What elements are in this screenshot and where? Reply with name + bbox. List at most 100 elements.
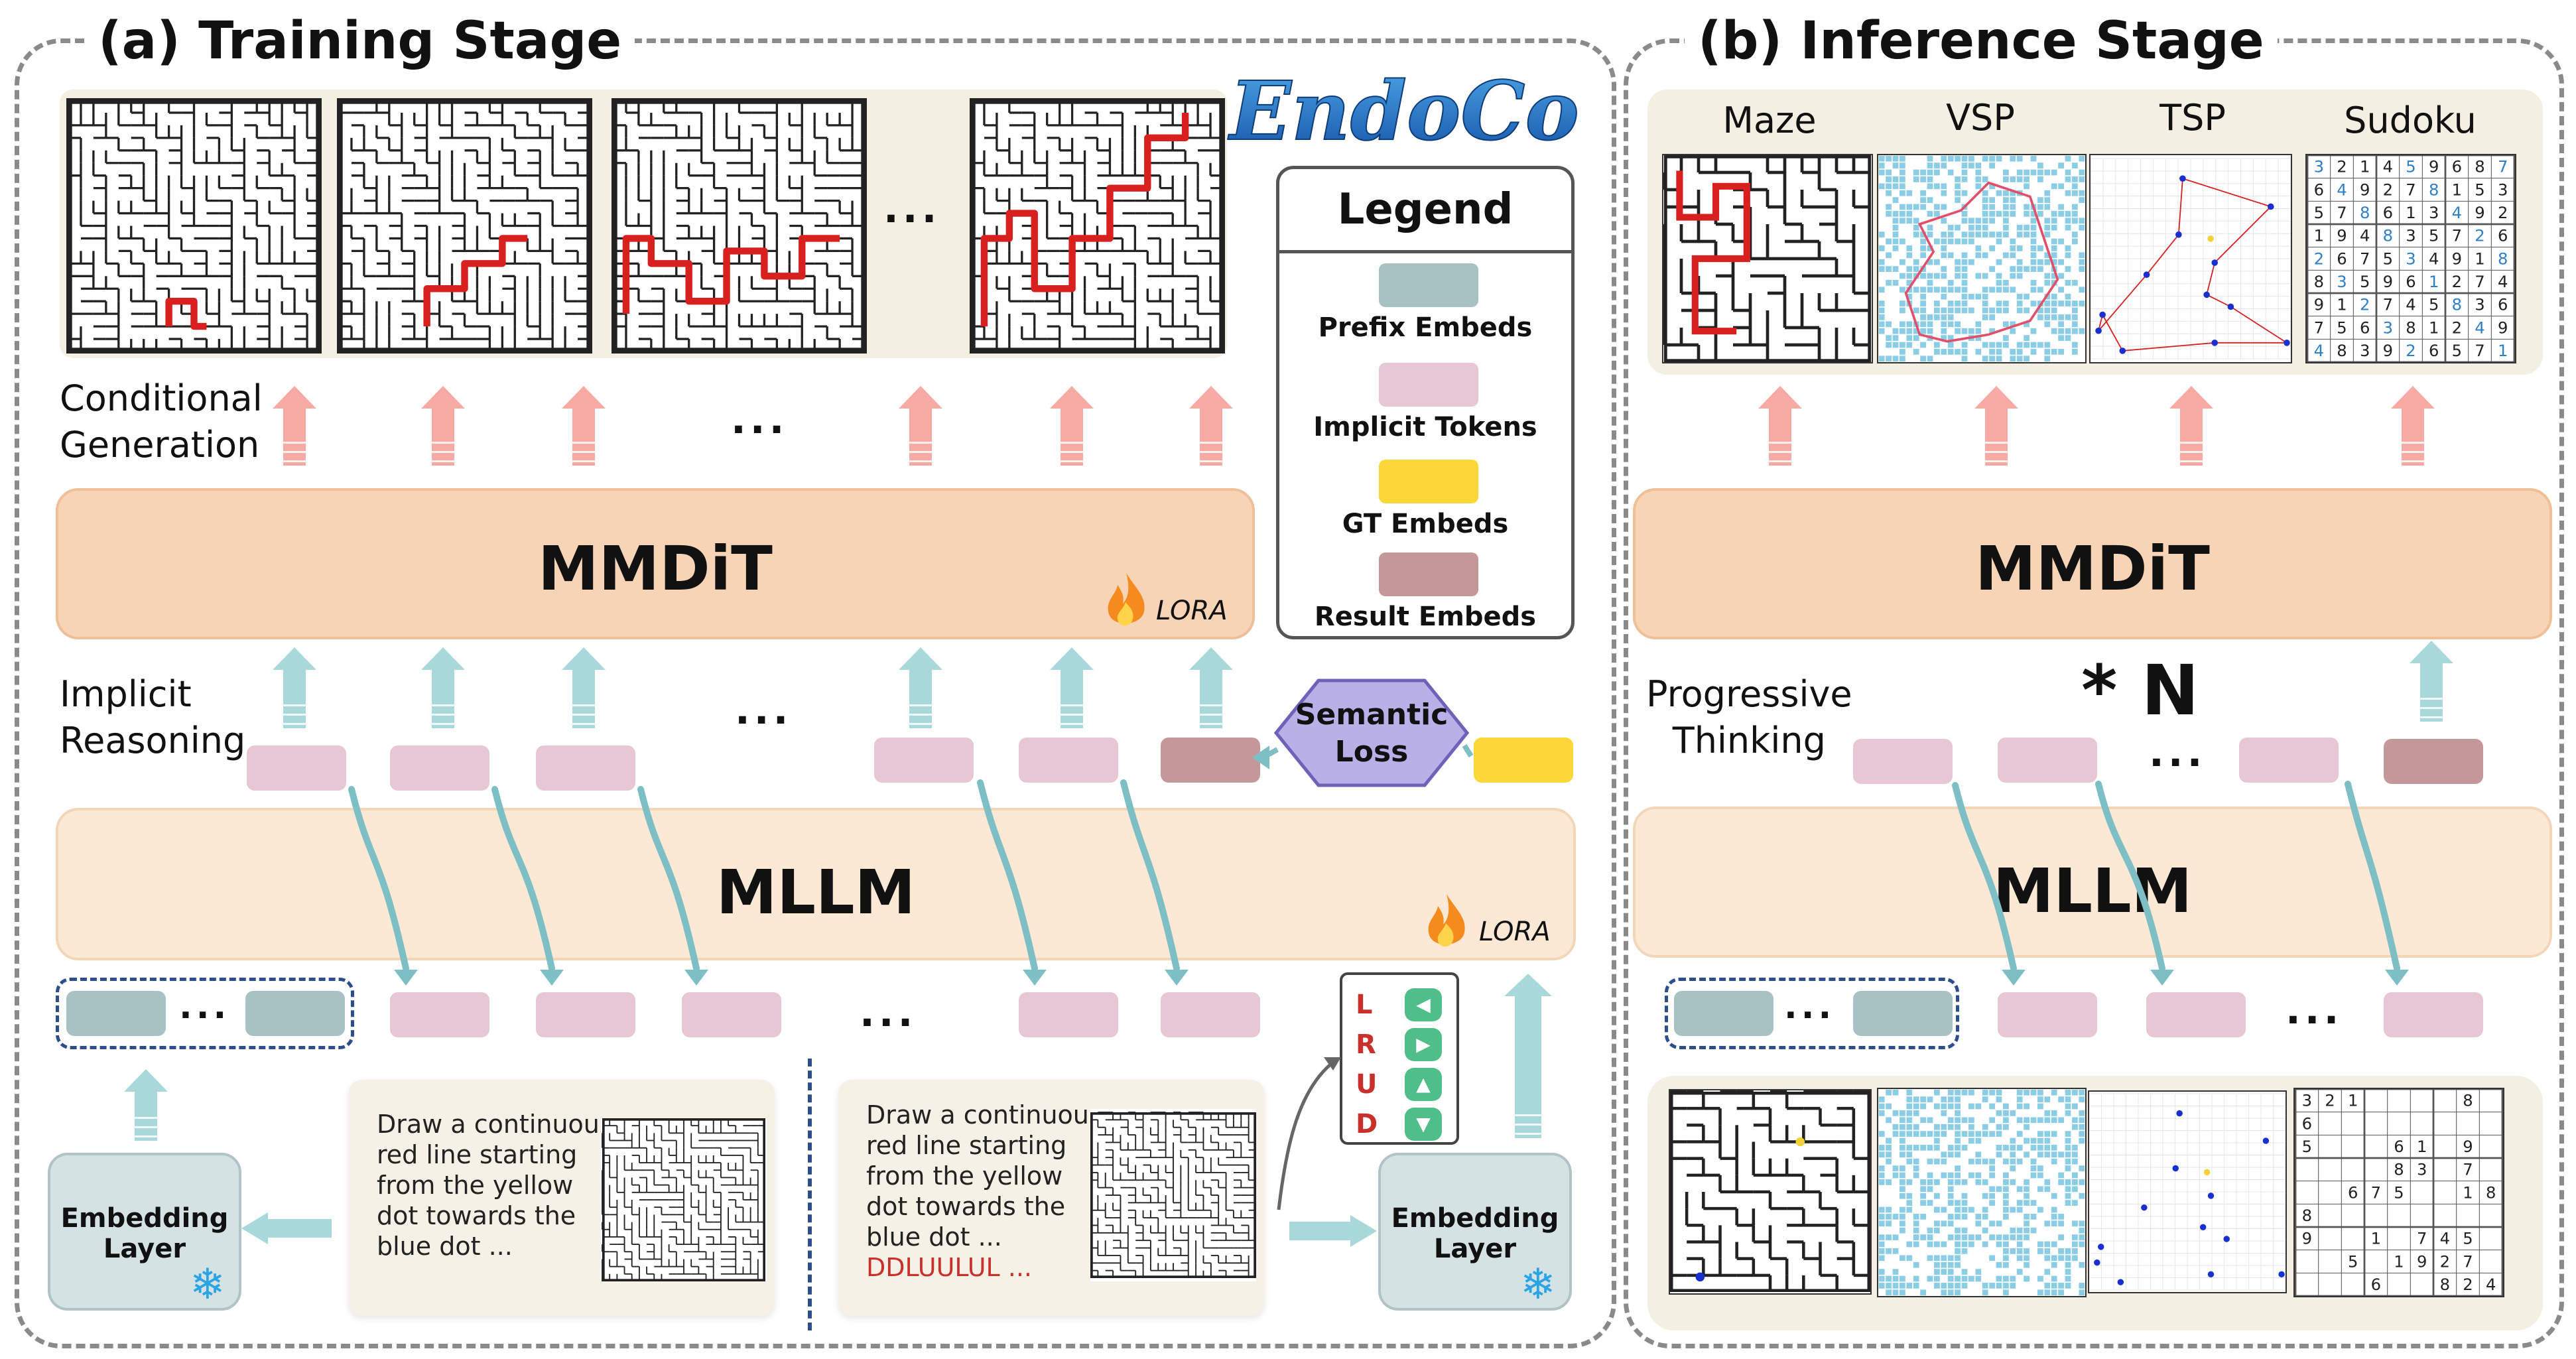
svg-text:1: 1 xyxy=(2429,318,2439,337)
arrow-left-icon: ◀ xyxy=(1405,988,1442,1021)
svg-text:6: 6 xyxy=(2452,157,2462,176)
mllm-block-inference: MLLM xyxy=(1633,807,2552,958)
embedding-layer-label: Embedding Layer xyxy=(60,1203,229,1264)
direction-row: R▶ xyxy=(1356,1027,1449,1064)
result-embed-token xyxy=(2384,739,2483,784)
svg-text:4: 4 xyxy=(2486,1275,2496,1294)
svg-text:4: 4 xyxy=(2314,341,2324,360)
svg-text:8: 8 xyxy=(2498,249,2508,268)
prompt-text: Draw a continuous red line starting from… xyxy=(866,1100,1102,1252)
implicit-token xyxy=(2146,992,2246,1037)
implicit-token xyxy=(2239,738,2339,783)
svg-text:8: 8 xyxy=(2383,226,2393,245)
svg-text:7: 7 xyxy=(2383,295,2393,314)
direction-row: U▲ xyxy=(1356,1067,1449,1104)
svg-text:9: 9 xyxy=(2463,1137,2473,1156)
svg-text:4: 4 xyxy=(2475,318,2484,337)
progressive-thinking-label: Progressive Thinking xyxy=(1646,673,1852,761)
svg-text:8: 8 xyxy=(2463,1091,2473,1110)
svg-text:5: 5 xyxy=(2314,203,2324,222)
svg-text:7: 7 xyxy=(2463,1252,2473,1271)
legend-label-implicit: Implicit Tokens xyxy=(1313,412,1537,442)
fire-icon xyxy=(1423,891,1470,955)
svg-text:9: 9 xyxy=(2337,226,2347,245)
prefix-embed-token xyxy=(1853,991,1953,1036)
svg-text:4: 4 xyxy=(2360,226,2370,245)
prefix-embed-token xyxy=(245,991,345,1036)
svg-text:3: 3 xyxy=(2406,249,2415,268)
svg-text:4: 4 xyxy=(2337,180,2347,199)
svg-text:7: 7 xyxy=(2360,249,2370,268)
arrow-ellipsis-top: ... xyxy=(731,397,789,443)
svg-text:8: 8 xyxy=(2440,1275,2450,1294)
maze-step-n xyxy=(970,98,1225,354)
svg-text:5: 5 xyxy=(2360,272,2370,291)
svg-text:3: 3 xyxy=(2406,226,2415,245)
svg-text:6: 6 xyxy=(2360,318,2370,337)
prompt-answer: DDLUULUL ... xyxy=(866,1253,1033,1282)
mllm-label: MLLM xyxy=(716,857,916,928)
svg-text:8: 8 xyxy=(2406,318,2415,337)
repeat-n-label: * N xyxy=(2081,650,2199,731)
direction-row: L◀ xyxy=(1356,987,1449,1024)
svg-text:6: 6 xyxy=(2383,203,2393,222)
prompt-card-1: Draw a continuous red line starting from… xyxy=(349,1080,775,1316)
svg-text:5: 5 xyxy=(2429,226,2439,245)
semantic-loss-label: Semantic Loss xyxy=(1295,698,1449,769)
svg-text:2: 2 xyxy=(2337,157,2347,176)
arrow-right-icon: ▶ xyxy=(1405,1028,1442,1061)
svg-text:2: 2 xyxy=(2314,249,2324,268)
task-label-vsp: VSP xyxy=(1946,97,2015,139)
implicit-token xyxy=(682,992,781,1037)
vsp-input xyxy=(1877,1088,2087,1297)
mmdit-block-inference: MMDiT xyxy=(1633,488,2552,639)
svg-text:7: 7 xyxy=(2337,203,2347,222)
svg-text:2: 2 xyxy=(2360,295,2370,314)
implicit-token xyxy=(536,992,635,1037)
svg-text:5: 5 xyxy=(2463,1229,2473,1248)
direction-letter: R xyxy=(1356,1029,1376,1060)
svg-text:6: 6 xyxy=(2314,180,2324,199)
vsp-output xyxy=(1877,154,2087,363)
embedding-layer-left: Embedding Layer ❄ xyxy=(48,1153,241,1311)
implicit-token xyxy=(1998,992,2097,1037)
maze-step-1 xyxy=(66,98,322,354)
tsp-output xyxy=(2089,154,2292,363)
svg-text:1: 1 xyxy=(2337,295,2347,314)
svg-text:8: 8 xyxy=(2337,341,2347,360)
maze-input xyxy=(1669,1089,1872,1295)
legend-label-gt: GT Embeds xyxy=(1342,509,1509,539)
svg-text:1: 1 xyxy=(2394,1252,2404,1271)
input-ellipsis: ... xyxy=(860,990,917,1036)
svg-text:1: 1 xyxy=(2360,157,2370,176)
svg-text:7: 7 xyxy=(2475,341,2484,360)
svg-text:3: 3 xyxy=(2429,203,2439,222)
prompt-maze-thumb xyxy=(601,1118,767,1281)
result-embed-token xyxy=(1161,738,1260,783)
svg-text:8: 8 xyxy=(2475,157,2484,176)
svg-text:3: 3 xyxy=(2383,318,2393,337)
svg-text:7: 7 xyxy=(2452,226,2462,245)
svg-text:9: 9 xyxy=(2498,318,2508,337)
implicit-token xyxy=(2384,992,2483,1037)
svg-text:9: 9 xyxy=(2383,272,2393,291)
legend-swatch-gt xyxy=(1379,460,1478,503)
svg-text:9: 9 xyxy=(2417,1252,2427,1271)
svg-text:4: 4 xyxy=(2498,272,2508,291)
svg-text:1: 1 xyxy=(2406,203,2415,222)
svg-text:8: 8 xyxy=(2394,1160,2404,1179)
svg-text:5: 5 xyxy=(2302,1137,2312,1156)
conditional-generation-label: Conditional Generation xyxy=(60,377,263,466)
svg-text:3: 3 xyxy=(2302,1091,2312,1110)
prefix-embed-token xyxy=(1674,991,1773,1036)
svg-text:2: 2 xyxy=(2498,203,2508,222)
svg-text:9: 9 xyxy=(2314,295,2324,314)
direction-letter: D xyxy=(1356,1109,1378,1139)
mllm-block-training: MLLM LORA xyxy=(56,808,1576,960)
svg-text:6: 6 xyxy=(2348,1183,2358,1202)
svg-text:1: 1 xyxy=(2371,1229,2381,1248)
endocot-logo: EndoCoT xyxy=(1226,61,1645,167)
implicit-token xyxy=(874,738,974,783)
svg-text:6: 6 xyxy=(2302,1114,2312,1133)
training-stage-title: (a) Training Stage xyxy=(85,8,635,74)
